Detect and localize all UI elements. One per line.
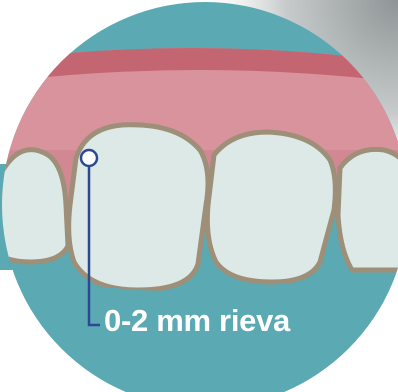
tooth-center	[207, 132, 335, 282]
recession-depth-label: 0-2 mm rieva	[104, 305, 290, 336]
callout-marker	[81, 150, 97, 166]
tooth-right	[338, 149, 398, 270]
tooth-left	[0, 150, 68, 262]
